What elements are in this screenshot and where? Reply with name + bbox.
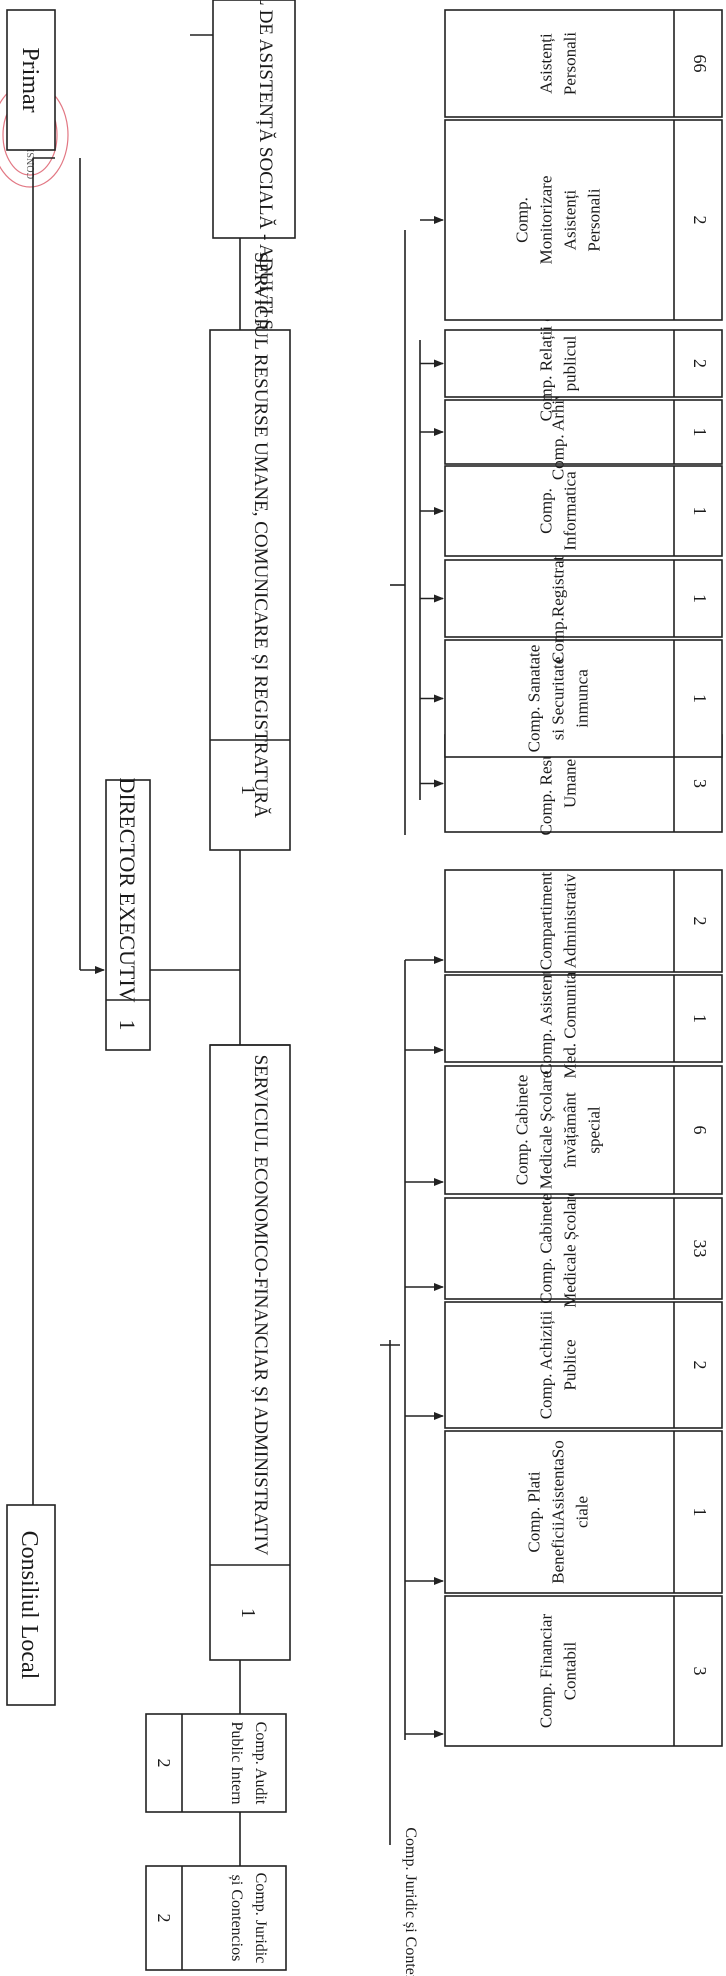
compartment-label: ciale [572, 1496, 591, 1528]
compartment-label: Informatica [560, 471, 579, 551]
compartment-label: si Securitate [548, 657, 567, 741]
compartment-count: 1 [690, 507, 710, 516]
unit-label-line: și Contencios [228, 1875, 245, 1962]
compartment-label: Comp. Achiziții [536, 1310, 555, 1419]
service-social: SERVICIUL DE ASISTENȚĂ SOCIALĂ - ADULȚI … [212, 0, 296, 330]
compartment-label: Administrativ [560, 873, 579, 968]
compartment-label: Compartiment [536, 872, 555, 970]
unit-label-line: Comp. Juridic [252, 1873, 269, 1964]
compartment-label: Medicale Școlare [560, 1189, 579, 1307]
svc1-name: SERVICIUL ECONOMICO-FINANCIAR ȘI ADMINIS… [250, 1055, 271, 1556]
compartment-label: Publice [560, 1340, 579, 1391]
compartment-label: Monitorizare [536, 176, 555, 265]
compartment-count: 6 [690, 1126, 710, 1135]
local-council-box: Consiliul Local [6, 1504, 56, 1706]
compartment-label: Comp. [536, 488, 555, 534]
unit-juridic-count: 2 [154, 1914, 174, 1923]
compartment-label: Contabil [560, 1641, 579, 1700]
mayor-box: Primar [6, 9, 56, 151]
compartment-label: Comp. Sanatate [524, 645, 543, 753]
compartment-count: 2 [690, 359, 710, 368]
director-box: DIRECTOR EXECUTIV 1 [105, 777, 151, 1051]
compartment-count: 3 [690, 1667, 710, 1676]
compartment-s3-0: Comp. Monitorizare Asistenți Personali 2 [444, 119, 723, 321]
unit-juridic-label: Comp. Juridic și Contencios [402, 1827, 419, 1976]
svc2-name: SERVICIUL RESURSE UMANE, COMUNICARE ȘI R… [250, 252, 271, 818]
unit-audit-count: 2 [154, 1759, 174, 1768]
compartment-count: 1 [690, 428, 710, 437]
compartment-s1-4: Comp. Cabinete Medicale Școlare învățământ… [444, 1065, 723, 1195]
compartment-count: 2 [690, 917, 710, 926]
compartment-count: 1 [690, 1014, 710, 1023]
compartment-label: special [584, 1106, 603, 1153]
compartment-s3-1: Asistenți Personali 66 [444, 9, 723, 118]
compartment-label: Comp. Asistenta [536, 962, 555, 1075]
unit-label-group: Comp. Audit Public Intern [228, 1721, 269, 1804]
compartment-count: 66 [690, 55, 710, 73]
compartment-label: Comp. Cabinete [512, 1075, 531, 1185]
compartment-label: Umane [560, 759, 579, 808]
compartment-label: BeneficiiAsistentaSo [548, 1440, 567, 1584]
compartment-label: inmunca [572, 669, 591, 728]
unit-label-group: Comp. Juridic și Contencios [228, 1873, 269, 1964]
compartment-s1-2: Comp. Achiziții Publice 2 [444, 1301, 723, 1429]
compartment-s2-1: Comp. Sanatate si Securitate inmunca 1 [444, 639, 723, 758]
compartment-count: 2 [690, 216, 710, 225]
compartment-s2-4: Comp. Arhiva 1 [444, 383, 723, 480]
compartment-s1-0: Comp. Financiar Contabil 3 [444, 1595, 723, 1747]
compartment-label: publicul [560, 335, 579, 391]
service-economic: SERVICIUL ECONOMICO-FINANCIAR ȘI ADMINIS… [209, 1044, 291, 1661]
compartment-label: Medicale Școlare [536, 1071, 555, 1189]
compartment-s2-5: Comp. Relații cu publicul 2 [444, 305, 723, 421]
service-hr: SERVICIUL RESURSE UMANE, COMUNICARE ȘI R… [209, 252, 291, 851]
compartment-count: 2 [690, 1361, 710, 1370]
compartment-label: Comp.Registratură [548, 534, 567, 663]
compartment-label: Comp. Relații cu [536, 305, 555, 421]
unit-label-line: Comp. Audit [252, 1722, 269, 1805]
compartments-layer: Comp. Juridic și Contencios Comp. Audit Pub… [228, 9, 723, 1964]
compartment-label: Comp. Arhiva [548, 383, 567, 480]
svc2-count: 1 [237, 785, 259, 795]
compartment-s1-3: Comp. Cabinete Medicale Școlare 33 [444, 1189, 723, 1308]
mayor-label: Primar [17, 47, 43, 112]
local-council-label: Consiliul Local [16, 1531, 42, 1680]
compartment-label: Personali [584, 188, 603, 252]
compartment-count: 1 [690, 694, 710, 703]
compartment-label: Comp. [512, 197, 531, 243]
compartment-s2-3: Comp. Informatica 1 [444, 465, 723, 557]
director-count: 1 [115, 1020, 140, 1031]
svc1-count: 1 [237, 1608, 259, 1618]
compartment-count: 3 [690, 779, 710, 788]
compartment-label: Asistenți [560, 190, 579, 251]
unit-juridic: Comp. Juridic și Contencios 2 [145, 1827, 419, 1976]
compartment-label: Comp. Plati [524, 1471, 543, 1553]
compartment-label: Med. Comunitara [560, 958, 579, 1078]
compartment-s1-6: Compartiment Administrativ 2 [444, 869, 723, 973]
compartment-label: Asistenți [536, 33, 555, 94]
compartment-label: învățământ [560, 1092, 579, 1169]
compartment-label: Comp. Financiar [536, 1614, 555, 1729]
director-title: DIRECTOR EXECUTIV [115, 777, 140, 1002]
compartment-count: 33 [690, 1240, 710, 1258]
svg-text:Comp. Juridic și Contencios: Comp. Juridic și Contencios [402, 1827, 419, 1976]
compartment-label: Personali [560, 32, 579, 96]
compartment-s2-2: Comp.Registratură 1 [444, 534, 723, 663]
svc3-name: SERVICIUL DE ASISTENȚĂ SOCIALĂ - ADULȚI … [255, 0, 276, 330]
compartment-label: Comp. Cabinete [536, 1193, 555, 1303]
compartment-count: 1 [690, 594, 710, 603]
compartment-s1-5: Comp. Asistenta Med. Comunitara 1 [444, 958, 723, 1078]
unit-audit: 2 [145, 1713, 287, 1813]
unit-label-line: Public Intern [228, 1721, 245, 1804]
compartment-s1-1: Comp. Plati BeneficiiAsistentaSo ciale 1 [444, 1430, 723, 1594]
compartment-count: 1 [690, 1508, 710, 1517]
